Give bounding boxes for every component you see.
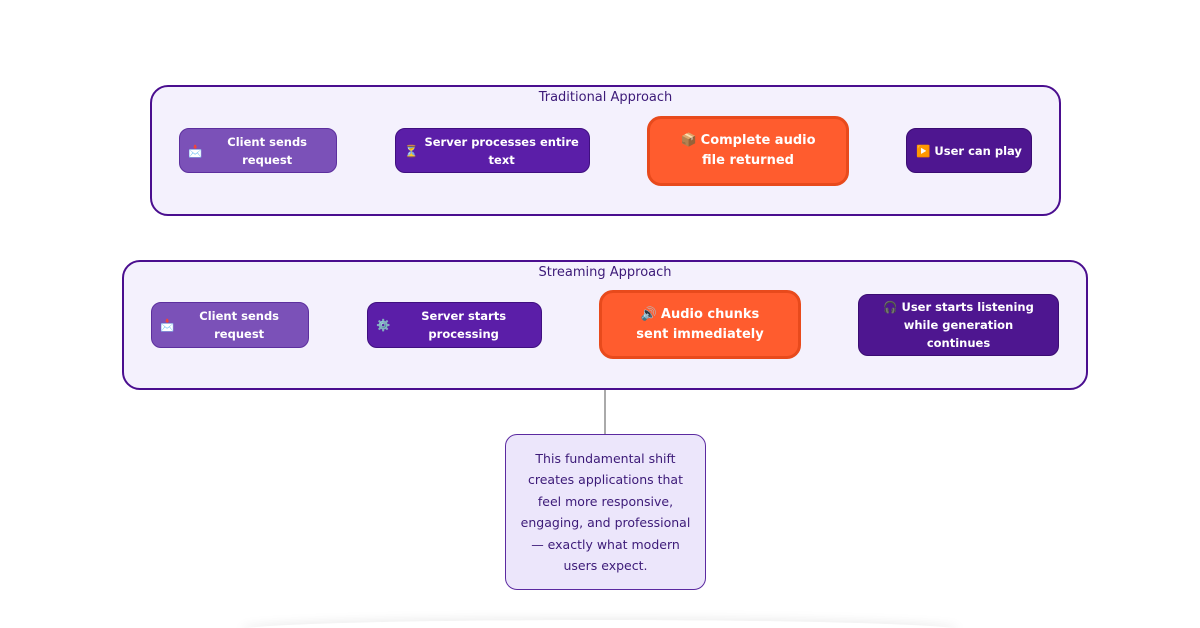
traditional-approach-title: Traditional Approach: [538, 90, 673, 105]
stream-audio-chunks-node: 🔊Audio chunks sent immediately: [599, 290, 801, 359]
headphones-icon: 🎧: [883, 300, 898, 314]
speaker-icon: 🔊: [640, 306, 657, 322]
summary-note-text: This fundamental shift creates applicati…: [520, 450, 691, 574]
stream-client-request-label: Client sends request: [199, 309, 280, 341]
stream-user-listening-label: User starts listening while generation c…: [901, 300, 1034, 350]
hourglass-icon: ⏳: [404, 143, 419, 158]
trad-complete-audio-label: Complete audio file returned: [700, 133, 816, 168]
stream-server-processing-label: Server starts processing: [421, 309, 507, 341]
trad-server-processes-label: Server processes entire text: [424, 134, 579, 167]
trad-client-request-node: 📩 Client sends request: [179, 128, 337, 173]
trad-complete-audio-node: 📦Complete audio file returned: [647, 116, 849, 186]
streaming-approach-title: Streaming Approach: [538, 265, 672, 280]
trad-server-processes-node: ⏳ Server processes entire text: [395, 128, 590, 173]
stream-server-processing-node: ⚙️ Server starts processing: [367, 302, 542, 348]
summary-note: This fundamental shift creates applicati…: [505, 434, 706, 590]
trad-user-play-label: User can play: [934, 143, 1022, 158]
stream-audio-chunks-label: Audio chunks sent immediately: [636, 306, 764, 342]
package-icon: 📦: [680, 133, 697, 148]
trad-user-play-node: ▶️ User can play: [906, 128, 1032, 173]
play-icon: ▶️: [916, 143, 931, 158]
stream-client-request-node: 📩 Client sends request: [151, 302, 309, 348]
envelope-icon: 📩: [188, 143, 203, 158]
trad-client-request-label: Client sends request: [227, 134, 308, 167]
gear-icon: ⚙️: [376, 318, 391, 332]
stream-user-listening-node: 🎧User starts listening while generation …: [858, 294, 1059, 356]
envelope-icon: 📩: [160, 318, 175, 332]
